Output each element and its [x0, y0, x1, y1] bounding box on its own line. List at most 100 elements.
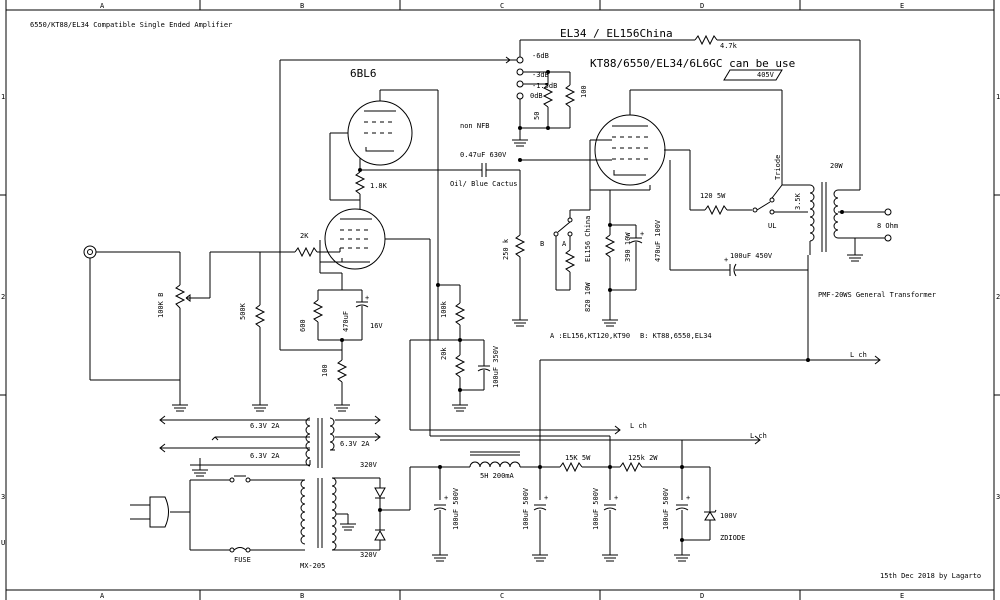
lch2-label: L ch [630, 422, 647, 430]
output-tube-label: EL34 / EL156China [560, 27, 673, 40]
heater-lines [159, 415, 381, 470]
r-390-label: 390 10W [624, 232, 632, 262]
r-100-label: 100 [321, 364, 329, 377]
6bl6-grid-tie [329, 132, 360, 201]
cathode-link-1k8 [354, 158, 366, 209]
r-2k-label: 2K [300, 232, 309, 240]
heater2-label: 6.3V 2A [250, 452, 280, 460]
cap-type-label: Oil/ Blue Cactus [450, 180, 517, 188]
row-3-left: 3 [1, 493, 5, 501]
heater-transformer [305, 417, 335, 468]
output-cathode: + [604, 223, 644, 320]
r-20k-label: 20k [440, 347, 448, 360]
z100v-label: 100V [720, 512, 738, 520]
r-120-5w-label: 120 5W [700, 192, 726, 200]
col-b-top: B [300, 2, 304, 10]
b-plus-405-label: 405V [757, 71, 775, 79]
el156-switch [553, 190, 591, 291]
col-c-bottom: C [500, 592, 504, 600]
lch-lines [409, 339, 761, 467]
non-nfb-label: non NFB [460, 122, 490, 130]
r-600-label: 600 [299, 319, 307, 332]
c-470u-label: 470uF [342, 311, 350, 332]
tube-compat-label: KT88/6550/EL34/6L6GC can be use [590, 57, 795, 70]
svg-text:+: + [444, 494, 448, 502]
c500-4-label: 100uF 500V [662, 487, 670, 530]
grid-leak-resistor [254, 252, 266, 405]
r-15k-label: 15K 5W [565, 454, 591, 462]
nfb-m15-label: -1.5dB [532, 82, 557, 90]
row-u-left: U [1, 539, 5, 547]
6bl6-tube [347, 89, 439, 285]
row-1-left: 1 [1, 93, 5, 101]
sw-b-label: B [540, 240, 544, 248]
c500-1-label: 100uF 500V [452, 487, 460, 530]
schematic-title: 6550/KT88/EL34 Compatible Single Ended A… [30, 21, 232, 29]
screen-network [690, 184, 808, 216]
col-a-top: A [100, 2, 105, 10]
svg-text:+: + [365, 294, 369, 302]
col-e-bottom: E [900, 592, 904, 600]
nfb-m3-label: -3dB [532, 71, 549, 79]
date-label: 15th Dec 2018 by Lagarto [880, 572, 981, 580]
power-transformer [300, 477, 380, 551]
r-3k5-label: 3.5K [794, 192, 802, 210]
bypass-cap-450: + [669, 160, 809, 360]
choke [469, 451, 560, 468]
row-2-left: 2 [1, 293, 5, 301]
nfb-selector [505, 34, 861, 190]
r-50-label: 50 [533, 112, 541, 120]
col-d-bottom: D [700, 592, 704, 600]
r-125k-label: 125k 2W [628, 454, 658, 462]
coupling-cap [358, 158, 522, 177]
col-b-bottom: B [300, 592, 304, 600]
lch1-label: L ch [850, 351, 867, 359]
ground-symbols [172, 139, 863, 562]
triode-label: Triode [774, 155, 782, 180]
note-a: A :EL156,KT120,KT90 [550, 332, 630, 340]
el156-china-label: EL156 China [584, 216, 592, 262]
r-500k-label: 500K [239, 302, 247, 320]
first-stage-cathode: + [312, 240, 369, 405]
nfb-return-wire [279, 59, 510, 351]
r-250k-label: 250 k [502, 238, 510, 260]
b-plus-flag [629, 69, 783, 185]
plate-feed [385, 238, 610, 437]
sw-a-label: A [562, 240, 567, 248]
first-stage-tube [324, 208, 386, 270]
grid-stopper-2k [294, 246, 325, 258]
c500-3-label: 100uF 500V [592, 487, 600, 530]
svg-text:+: + [686, 494, 690, 502]
row-2-right: 2 [996, 293, 1000, 301]
row-3-right: 3 [996, 493, 1000, 501]
r-1k8-label: 1.8K [370, 182, 388, 190]
v320a-label: 320V [360, 461, 378, 469]
v320b-label: 320V [360, 551, 378, 559]
r-100k-label: 100k [440, 300, 448, 318]
c-100u-350-label: 100uF 350V [492, 345, 500, 388]
fuse-label: FUSE [234, 556, 251, 564]
cap-047-label: 0.47uF 630V [460, 151, 507, 159]
lch3-label: L ch [750, 432, 767, 440]
ohm8-label: 8 Ohm [877, 222, 898, 230]
w-20-label: 20W [830, 162, 843, 170]
output-grid-resistor [514, 170, 526, 320]
c-100u-450-label: 100uF 450V [730, 252, 773, 260]
svg-text:+: + [640, 230, 644, 238]
r-820-label: 820 10W [584, 282, 592, 312]
transformer-label: PMF-20WS General Transformer [818, 291, 936, 299]
row-1-right: 1 [996, 93, 1000, 101]
note-b: B: KT88,6550,EL34 [640, 332, 712, 340]
nfb-0-label: 0dB [530, 92, 543, 100]
output-transformer [782, 182, 892, 255]
heater1-label: 6.3V 2A [250, 422, 280, 430]
pot-100kb-label: 100K B [157, 293, 165, 318]
choke-label: 5H 200mA [480, 472, 515, 480]
mx205-label: MX-205 [300, 562, 325, 570]
svg-text:+: + [724, 256, 728, 264]
lch-line-1 [539, 355, 881, 475]
ul-label: UL [768, 222, 776, 230]
psu-chain: + + + + [433, 440, 717, 555]
col-c-top: C [500, 2, 504, 10]
